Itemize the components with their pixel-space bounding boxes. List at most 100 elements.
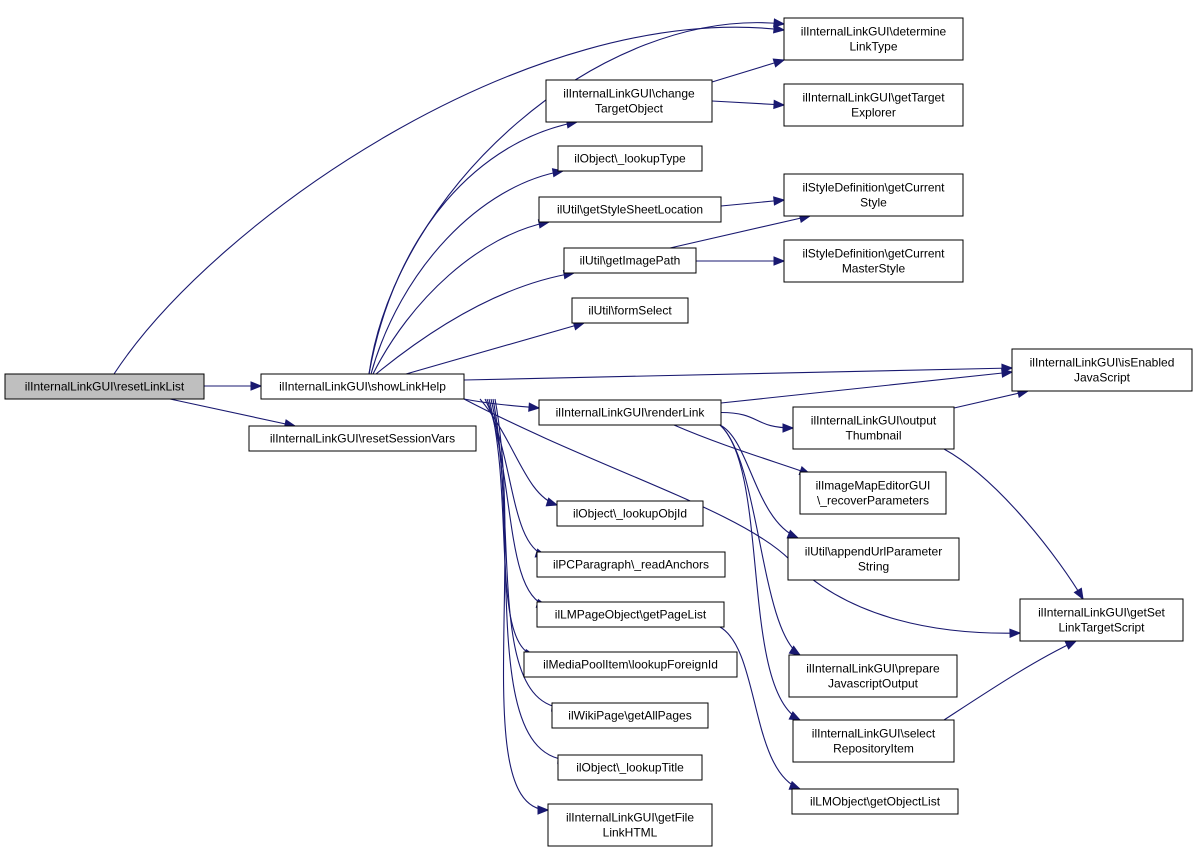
node-label: ilUtil\getImagePath (580, 254, 681, 268)
edge-line (673, 424, 811, 475)
node-label: ilInternalLinkGUI\getSet (1038, 606, 1165, 620)
edge-line (463, 398, 1021, 634)
edge-arrowhead (1001, 368, 1014, 378)
edge-arrowhead (788, 780, 802, 790)
call-edge-getImagePath-to-getCurrentMasterStyle (696, 256, 786, 266)
edge-arrowhead (773, 256, 786, 266)
call-edge-showLinkHelp-to-getSetLinkTargetScript (463, 398, 1022, 638)
node-label: RepositoryItem (833, 742, 914, 756)
node-box (1011, 348, 1193, 392)
edge-line (943, 640, 1077, 721)
node-prepareJavascriptOutput[interactable]: ilInternalLinkGUI\prepareJavascriptOutpu… (788, 654, 958, 698)
node-label: ilUtil\appendUrlParameter (805, 545, 942, 559)
edge-arrowhead (1009, 628, 1022, 638)
node-label: ilImageMapEditorGUI (816, 479, 931, 493)
edge-line (368, 121, 578, 375)
node-label: ilObject\_lookupTitle (576, 761, 684, 775)
node-resetLinkList[interactable]: ilInternalLinkGUI\resetLinkList (4, 373, 205, 400)
node-showLinkHelp[interactable]: ilInternalLinkGUI\showLinkHelp (260, 373, 465, 400)
call-edges (113, 18, 1084, 815)
node-label: MasterStyle (842, 262, 906, 276)
node-box (571, 297, 689, 324)
edge-arrowhead (537, 805, 550, 815)
node-label: TargetObject (595, 102, 664, 116)
node-renderLink[interactable]: ilInternalLinkGUI\renderLink (538, 399, 722, 426)
edge-arrowhead (786, 529, 800, 539)
node-label: ilInternalLinkGUI\output (811, 414, 937, 428)
node-lookupObjId[interactable]: ilObject\_lookupObjId (556, 500, 704, 527)
node-box (783, 83, 964, 127)
node-label: Explorer (851, 106, 896, 120)
node-label: ilStyleDefinition\getCurrent (802, 181, 945, 195)
node-recoverParameters[interactable]: ilImageMapEditorGUI\_recoverParameters (799, 471, 947, 515)
node-label: JavaScript (1074, 371, 1131, 385)
node-resetSessionVars[interactable]: ilInternalLinkGUI\resetSessionVars (248, 425, 477, 452)
node-label: ilInternalLinkGUI\prepare (806, 662, 940, 676)
node-box (1019, 598, 1184, 642)
node-label: ilMediaPoolItem\lookupForeignId (543, 658, 718, 672)
node-box (788, 654, 958, 698)
node-label: ilWikiPage\getAllPages (568, 709, 691, 723)
edge-line (370, 170, 564, 375)
node-box (783, 239, 964, 283)
edge-arrowhead (773, 18, 786, 28)
node-label: Thumbnail (845, 429, 901, 443)
node-label: ilLMObject\getObjectList (810, 795, 941, 809)
call-edge-showLinkHelp-to-renderLink (463, 398, 541, 412)
node-label: LinkTargetScript (1058, 621, 1145, 635)
node-label: ilUtil\getStyleSheetLocation (557, 203, 703, 217)
edge-line (711, 59, 785, 83)
node-box (260, 373, 465, 400)
edge-line (720, 411, 794, 429)
node-label: ilInternalLinkGUI\resetSessionVars (270, 432, 455, 446)
node-lookupTitle[interactable]: ilObject\_lookupTitle (557, 754, 703, 781)
edge-arrowhead (528, 402, 541, 412)
edge-line (711, 100, 785, 106)
node-label: ilInternalLinkGUI\select (812, 727, 936, 741)
call-edge-resetLinkList-to-showLinkHelp (204, 381, 263, 391)
edge-line (494, 398, 549, 811)
node-label: LinkHTML (603, 826, 658, 840)
node-label: ilInternalLinkGUI\renderLink (556, 406, 706, 420)
edge-line (372, 221, 550, 375)
node-box (783, 173, 964, 217)
node-getImagePath[interactable]: ilUtil\getImagePath (563, 247, 697, 274)
node-lookupType[interactable]: ilObject\_lookupType (557, 145, 703, 172)
call-edge-changeTargetObject-to-determineLinkType (711, 58, 786, 83)
node-label: ilLMPageObject\getPageList (555, 608, 707, 622)
call-edge-changeTargetObject-to-getTargetExplorer (711, 99, 786, 110)
node-box (556, 500, 704, 527)
node-formSelect[interactable]: ilUtil\formSelect (571, 297, 689, 324)
call-edge-getPageList-to-getObjectList (719, 626, 802, 790)
node-lookupForeignId[interactable]: ilMediaPoolItem\lookupForeignId (523, 651, 738, 678)
edge-line (405, 322, 585, 375)
node-getObjectList[interactable]: ilLMObject\getObjectList (791, 788, 959, 815)
node-getStyleSheetLocation[interactable]: ilUtil\getStyleSheetLocation (538, 196, 722, 223)
call-edge-showLinkHelp-to-lookupType (370, 168, 565, 375)
node-label: ilInternalLinkGUI\showLinkHelp (279, 380, 446, 394)
node-getAllPages[interactable]: ilWikiPage\getAllPages (551, 702, 709, 729)
node-label: ilInternalLinkGUI\isEnabled (1030, 356, 1175, 370)
edge-line (720, 199, 785, 207)
edge-line (463, 367, 1013, 381)
node-box (791, 788, 959, 815)
node-readAnchors[interactable]: ilPCParagraph\_readAnchors (536, 551, 726, 578)
node-box (799, 471, 947, 515)
node-getPageList[interactable]: ilLMPageObject\getPageList (536, 601, 725, 628)
edge-line (719, 424, 801, 721)
call-edge-resetLinkList-to-resetSessionVars (169, 398, 297, 429)
edge-arrowhead (772, 58, 786, 68)
edge-arrowhead (1073, 587, 1084, 601)
